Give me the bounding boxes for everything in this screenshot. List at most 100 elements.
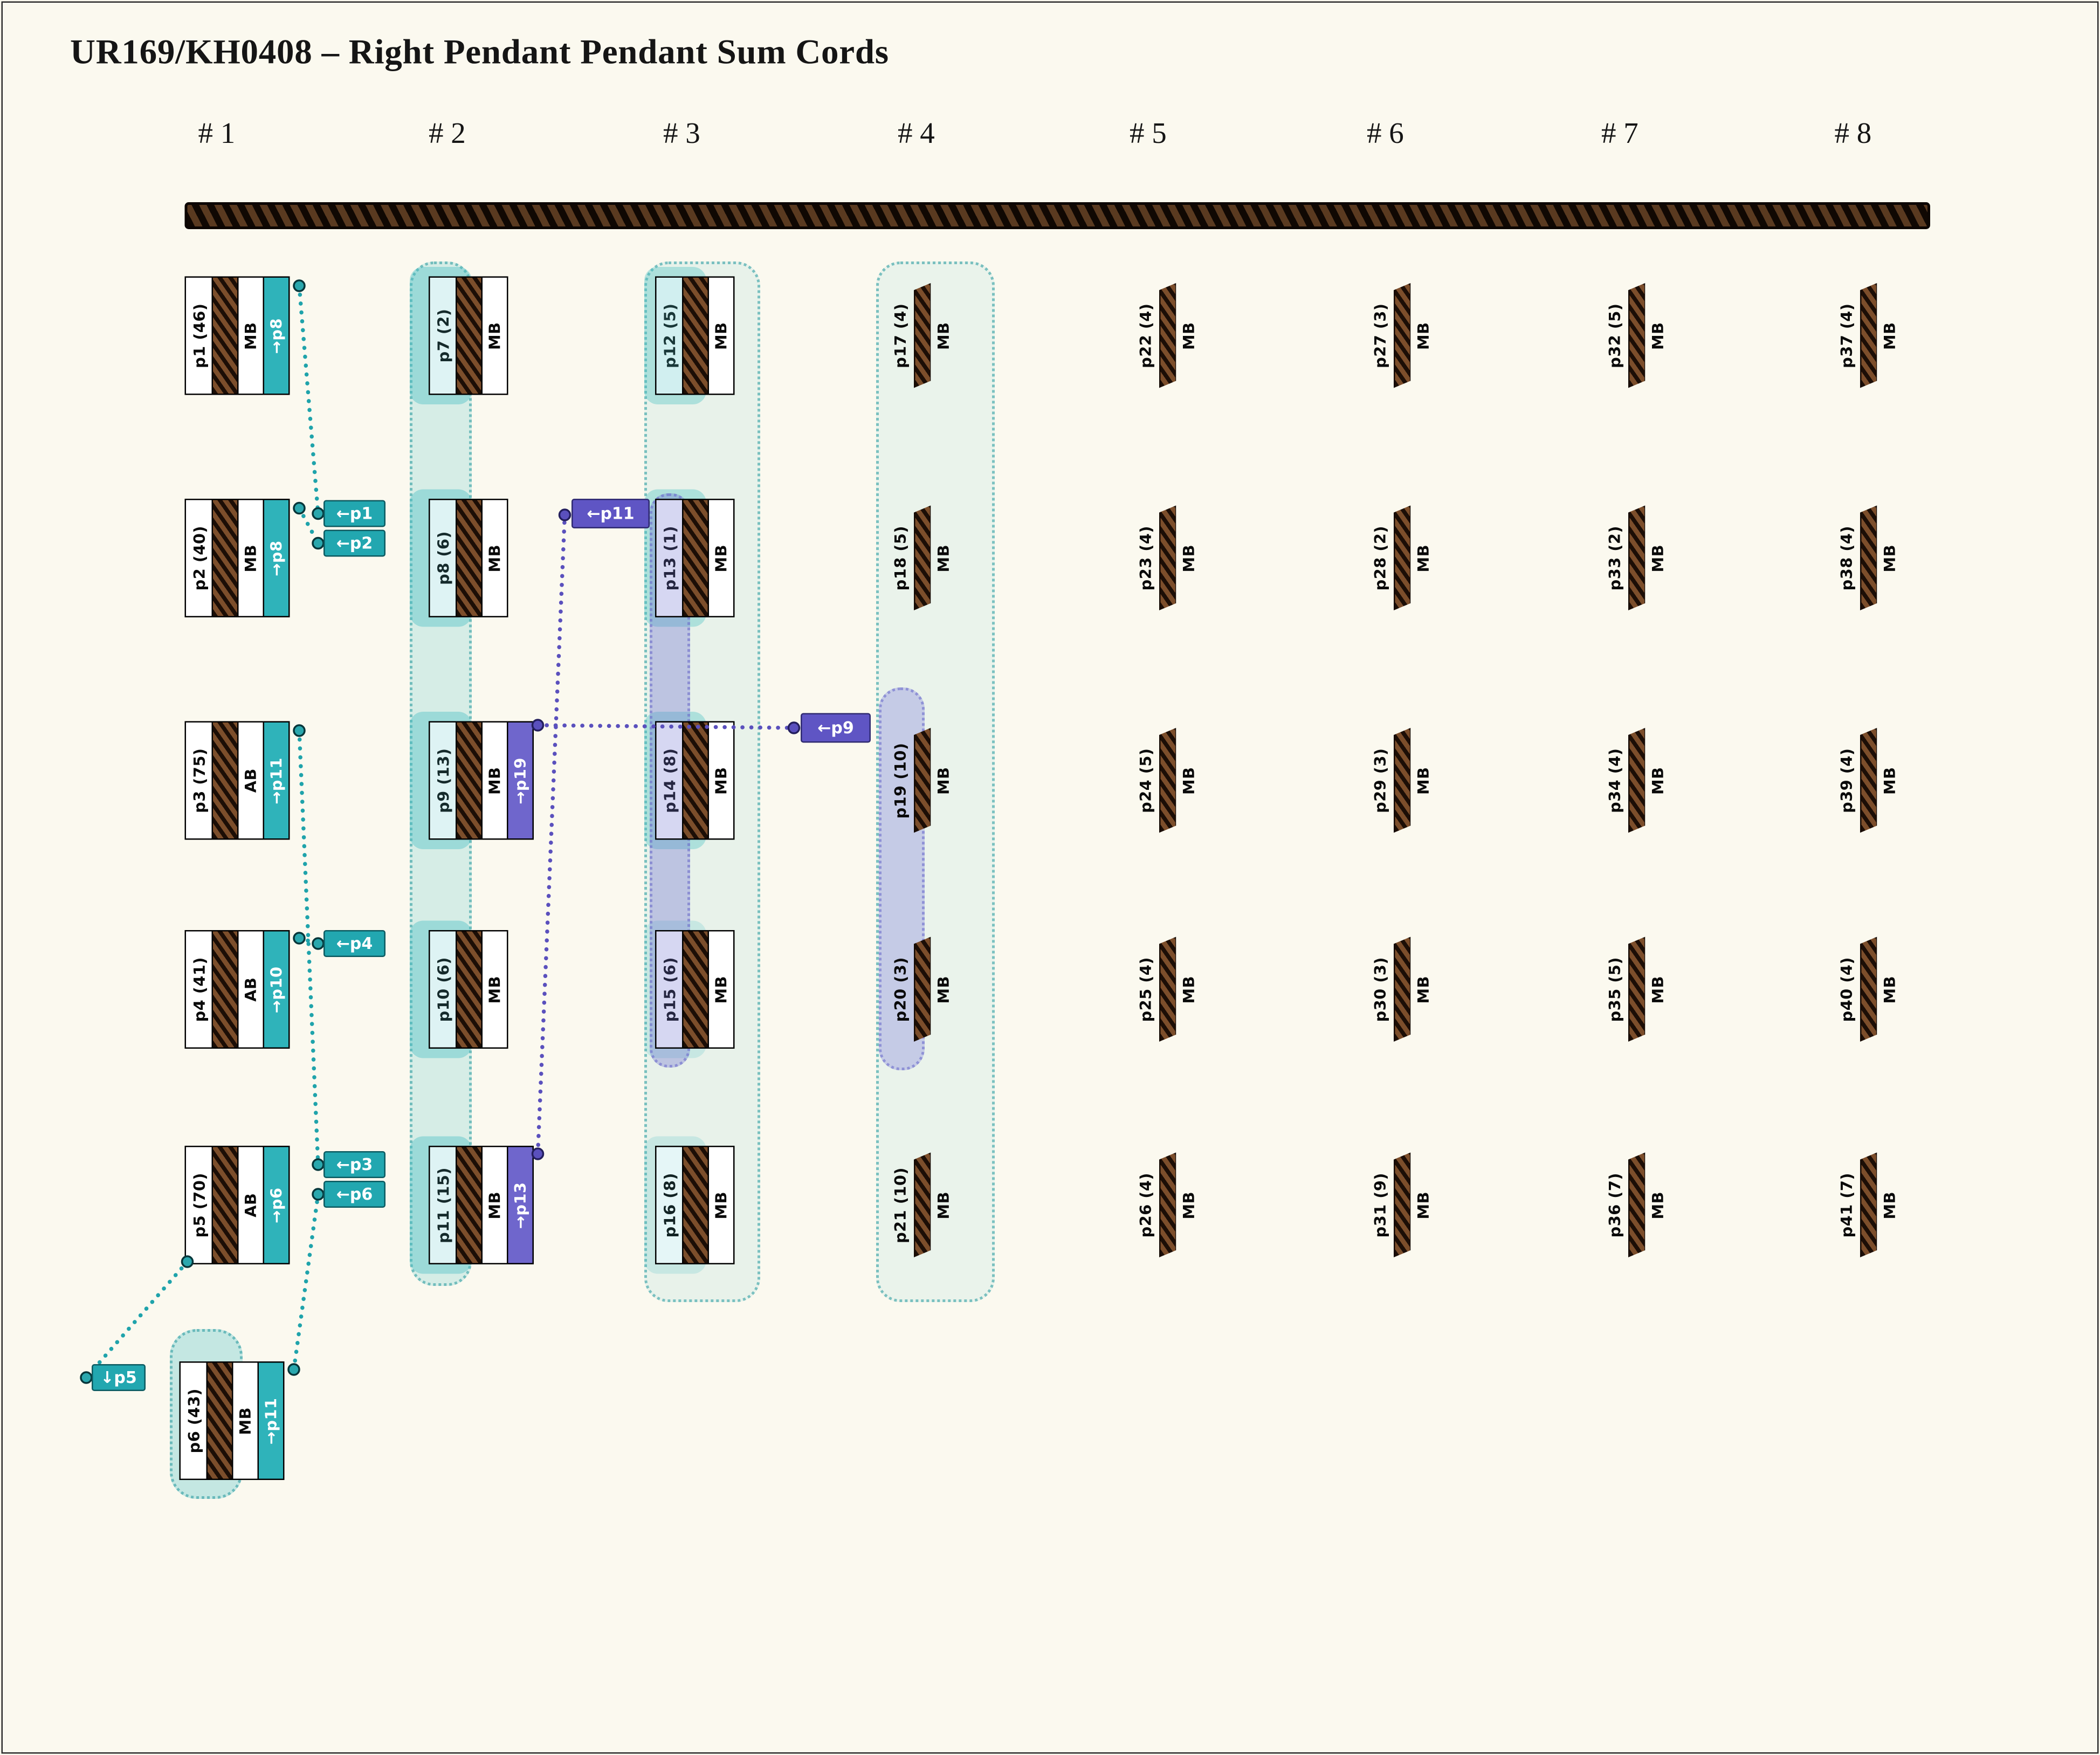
column-header-7: # 7 xyxy=(1601,116,1638,150)
cord-hatch-icon xyxy=(1393,505,1411,611)
pendant-card-p15: p15 (6) MB xyxy=(655,930,735,1049)
sum-link-p3-to-p11 xyxy=(297,728,320,1167)
color-code: MB xyxy=(1414,321,1433,350)
incoming-sum-label-p5: ↓p5 xyxy=(92,1364,146,1391)
cord-hatch-icon xyxy=(683,722,708,838)
cord-bar xyxy=(211,1147,237,1263)
pendant-unit-p26: p26 (4)MB xyxy=(1135,1146,1200,1264)
pendant-label-strip: p15 (6) xyxy=(657,932,683,1048)
pendant-unit-p22: p22 (4)MB xyxy=(1135,277,1200,395)
pendant-label-strip: p13 (1) xyxy=(657,500,683,616)
cord-bar xyxy=(456,1147,481,1263)
pendant-unit-p39: p39 (4)MB xyxy=(1836,721,1901,840)
color-code-strip: MB xyxy=(707,722,734,838)
cord-hatch-icon xyxy=(1393,728,1411,833)
pendant-label-strip: p3 (75) xyxy=(186,722,212,838)
color-code: MB xyxy=(1179,975,1199,1003)
color-code: MB xyxy=(1648,766,1668,795)
color-code-strip: AB xyxy=(237,722,263,838)
cord-hatch-icon xyxy=(213,722,237,838)
color-code: MB xyxy=(485,544,504,572)
incoming-sum-label-p6: ←p6 xyxy=(323,1181,385,1208)
pendant-unit-p34: p34 (4)MB xyxy=(1604,721,1669,840)
color-code: MB xyxy=(1648,321,1668,350)
pendant-label-strip: p14 (8) xyxy=(657,722,683,838)
pendant-label: p3 (75) xyxy=(189,748,209,813)
cord-hatch-icon xyxy=(1627,505,1645,611)
column-header-1: # 1 xyxy=(198,116,236,150)
pendant-unit-p29: p29 (3)MB xyxy=(1369,721,1434,840)
cord-hatch-icon xyxy=(1859,1152,1877,1258)
color-code-strip: MB xyxy=(707,931,734,1048)
cord-hatch-icon xyxy=(1393,283,1411,388)
column-header-5: # 5 xyxy=(1130,116,1167,150)
cord-hatch-icon xyxy=(1859,283,1877,388)
color-code: MB xyxy=(934,544,953,572)
color-code-strip: MB xyxy=(481,722,507,838)
pendant-label: p8 (6) xyxy=(433,531,452,585)
color-code: MB xyxy=(241,544,260,572)
pendant-label: p30 (3) xyxy=(1371,956,1390,1022)
cord-bar xyxy=(456,931,481,1048)
connector-dot xyxy=(293,279,306,292)
color-code: MB xyxy=(712,766,731,795)
cord-hatch-icon xyxy=(457,278,481,394)
cord-bar xyxy=(456,278,481,394)
pendant-card-p14: p14 (8) MB xyxy=(655,721,735,840)
pendant-unit-p17: p17 (4)MB xyxy=(890,277,954,395)
pendant-label: p40 (4) xyxy=(1837,956,1856,1022)
pendant-unit-p32: p32 (5) MB xyxy=(1604,277,1669,395)
sum-tag: →p8 xyxy=(263,278,288,394)
cord-hatch-icon xyxy=(1627,1152,1645,1258)
cord-bar xyxy=(456,722,481,838)
pendant-label-strip: p11 (15) xyxy=(430,1147,456,1263)
pendant-label: p32 (5) xyxy=(1605,303,1624,368)
primary-cord-bar xyxy=(184,202,1930,229)
pendant-card-p8: p8 (6) MB xyxy=(429,499,508,617)
connector-dot xyxy=(787,721,801,734)
cord-bar xyxy=(682,1147,708,1263)
group4-highlight-capsule xyxy=(876,261,995,1302)
cord-hatch-icon xyxy=(213,931,237,1048)
color-code: MB xyxy=(1179,544,1199,572)
pendant-card-p9: p9 (13) MB →p19 xyxy=(429,721,534,840)
pendant-label: p15 (6) xyxy=(659,956,679,1022)
color-code: MB xyxy=(712,1191,731,1219)
color-code: MB xyxy=(1648,1191,1668,1219)
color-code: MB xyxy=(934,1191,953,1219)
color-code-strip: MB xyxy=(707,278,734,394)
color-code: MB xyxy=(934,321,953,350)
column-header-4: # 4 xyxy=(898,116,935,150)
pendant-label: p22 (4) xyxy=(1136,303,1155,368)
pendant-card-p11: p11 (15) MB →p13 xyxy=(429,1146,534,1264)
cord-hatch-icon xyxy=(683,931,708,1048)
column-header-3: # 3 xyxy=(663,116,700,150)
pendant-unit-p35: p35 (5)MB xyxy=(1604,930,1669,1049)
cord-hatch-icon xyxy=(457,931,481,1048)
connector-dot xyxy=(293,932,306,945)
pendant-unit-p41: p41 (7)MB xyxy=(1836,1146,1901,1264)
cord-hatch-icon xyxy=(1393,937,1411,1042)
pendant-card-p12: p12 (5) MB xyxy=(655,276,735,395)
color-code: MB xyxy=(934,975,953,1003)
pendant-label: p1 (46) xyxy=(189,303,209,368)
cord-hatch-icon xyxy=(213,500,237,616)
connector-dot xyxy=(80,1371,93,1384)
pendant-label: p4 (41) xyxy=(189,956,209,1022)
pendant-label: p10 (6) xyxy=(433,956,452,1022)
color-code-strip: MB xyxy=(481,931,507,1048)
cord-hatch-icon xyxy=(913,937,931,1042)
connector-dot xyxy=(293,501,306,515)
pendant-unit-p31: p31 (9)MB xyxy=(1369,1146,1434,1264)
color-code-strip: MB xyxy=(707,1147,734,1263)
color-code: MB xyxy=(1179,766,1199,795)
pendant-card-p7: p7 (2) MB xyxy=(429,276,508,395)
pendant-label: p14 (8) xyxy=(659,748,679,813)
cord-hatch-icon xyxy=(1859,728,1877,833)
pendant-label: p38 (4) xyxy=(1837,525,1856,591)
cord-hatch-icon xyxy=(683,278,708,394)
pendant-card-p4: p4 (41) AB →p10 xyxy=(184,930,290,1049)
color-code: MB xyxy=(236,1407,255,1435)
pendant-unit-p20: p20 (3)MB xyxy=(890,930,954,1049)
color-code: MB xyxy=(241,321,260,350)
